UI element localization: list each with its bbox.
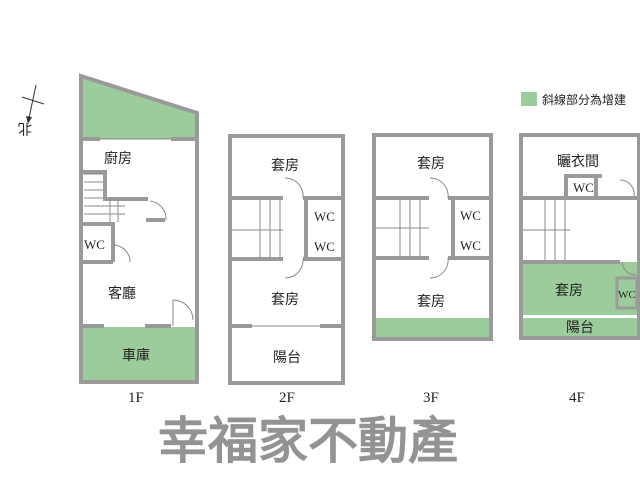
room-label: WC xyxy=(314,239,335,254)
floor-4f: 曬衣間 WC 套房 WC 陽台 xyxy=(519,133,640,340)
room-label: WC xyxy=(84,237,105,252)
room-label: 客廳 xyxy=(108,285,136,302)
room-label: 陽台 xyxy=(566,320,594,336)
room-label: WC xyxy=(460,238,481,253)
floor-label: 1F xyxy=(128,390,144,406)
floor-label: 2F xyxy=(279,390,295,406)
room-label: 車庫 xyxy=(122,347,150,364)
room-label: 陽台 xyxy=(273,350,301,366)
floor-3f: 套房 WC WC 套房 xyxy=(372,133,493,341)
floor-label: 3F xyxy=(423,390,439,406)
room-label: WC xyxy=(460,208,481,223)
legend-swatch xyxy=(521,92,537,106)
room-label: 套房 xyxy=(417,156,445,172)
room-label: WC xyxy=(314,209,335,224)
floor-label: 4F xyxy=(569,390,585,406)
room-label: 廚房 xyxy=(104,150,132,167)
watermark: 幸福家不動產 xyxy=(158,412,458,470)
room-label: 套房 xyxy=(271,292,299,308)
room-label: WC xyxy=(618,289,636,301)
floor-1f: 廚房 WC 客廳 車庫 xyxy=(79,73,199,384)
floor-2f: 套房 WC WC 套房 陽台 xyxy=(228,134,345,385)
north-arrow-icon xyxy=(21,84,45,124)
room-label: WC xyxy=(573,180,594,195)
room-label: 套房 xyxy=(417,294,445,310)
room-label: 套房 xyxy=(271,158,299,174)
room-label: 曬衣間 xyxy=(557,154,599,170)
room-label: 套房 xyxy=(555,283,583,299)
legend-label: 斜線部分為增建 xyxy=(542,92,626,107)
north-label: 北 xyxy=(18,120,32,136)
